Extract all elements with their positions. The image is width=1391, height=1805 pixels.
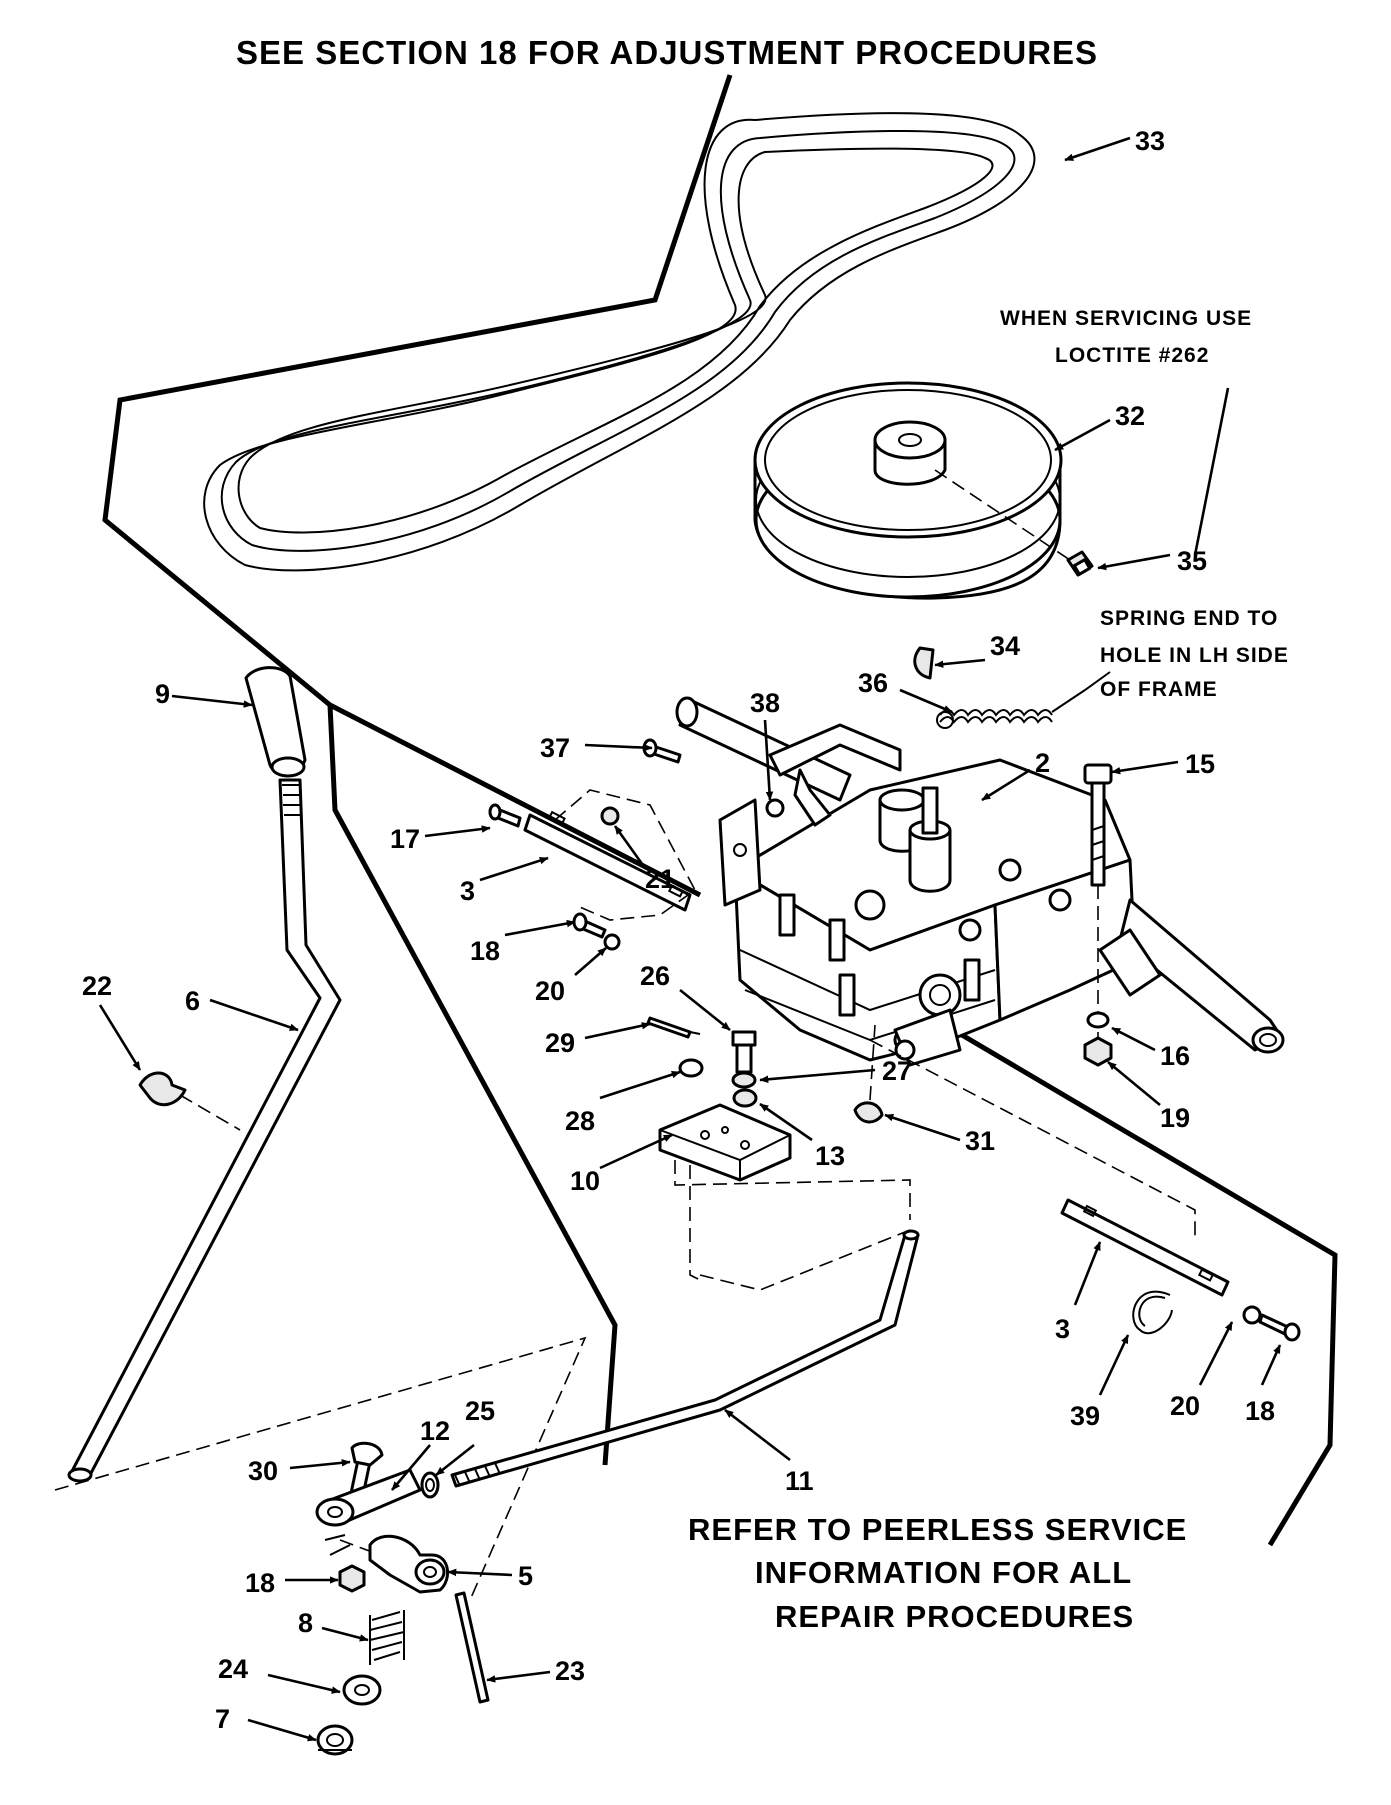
callout-22: 22 <box>82 971 112 1001</box>
callout-21: 21 <box>645 864 675 894</box>
note-loctite-line2: LOCTITE #262 <box>1055 344 1209 367</box>
callout-31: 31 <box>965 1126 995 1156</box>
callout-25: 25 <box>465 1396 495 1426</box>
callout-6: 6 <box>185 986 200 1016</box>
callout-27: 27 <box>882 1056 912 1086</box>
note-spring-line1: SPRING END TO <box>1100 607 1278 630</box>
compression-spring <box>369 1610 405 1665</box>
callout-30: 30 <box>248 1456 278 1486</box>
callout-9: 9 <box>155 679 170 709</box>
bracket-screw-lower <box>572 912 607 939</box>
callout-18-upper: 18 <box>470 936 500 966</box>
transaxle <box>675 696 1285 1067</box>
callout-26: 26 <box>640 961 670 991</box>
note-adjustment: SEE SECTION 18 FOR ADJUSTMENT PROCEDURES <box>236 34 1098 71</box>
callout-34: 34 <box>990 631 1020 661</box>
pivot-plate <box>658 1103 792 1182</box>
pivot-pin <box>454 1591 490 1704</box>
shift-knob <box>244 666 307 778</box>
lock-washer <box>1086 1011 1110 1029</box>
spring-retainer <box>316 1724 354 1756</box>
assembly-lines <box>54 1039 1196 1601</box>
set-screw <box>1066 550 1094 577</box>
callout-numbers: 33 32 35 34 36 9 38 37 2 15 17 21 3 18 2… <box>82 126 1275 1734</box>
note-spring-line3: OF FRAME <box>1100 678 1218 701</box>
hex-nut <box>1083 1036 1113 1067</box>
callout-3-right: 3 <box>1055 1314 1070 1344</box>
bracket-screw-upper <box>488 803 522 828</box>
callout-28: 28 <box>565 1106 595 1136</box>
callout-24: 24 <box>218 1654 248 1684</box>
callout-11: 11 <box>785 1466 814 1496</box>
bracket-washer-lower <box>603 933 621 951</box>
callout-19: 19 <box>1160 1103 1190 1133</box>
pivot-washer <box>678 1058 704 1078</box>
shift-lever <box>67 778 342 1483</box>
leader-lines <box>98 136 1282 1742</box>
callout-13: 13 <box>815 1141 845 1171</box>
callout-12: 12 <box>420 1416 450 1446</box>
ball-joint <box>315 1468 422 1527</box>
callout-16: 16 <box>1160 1041 1190 1071</box>
pivot-lockwasher <box>731 1071 757 1089</box>
callout-37: 37 <box>540 733 570 763</box>
callout-20-lower: 20 <box>1170 1391 1200 1421</box>
bracket-screw-right <box>1258 1313 1301 1342</box>
callout-15: 15 <box>1185 749 1215 779</box>
note-peerless-line3: REPAIR PROCEDURES <box>775 1599 1134 1634</box>
callout-18-lower: 18 <box>245 1568 275 1598</box>
callout-39: 39 <box>1070 1401 1100 1431</box>
drive-belt <box>203 112 1036 572</box>
callout-35: 35 <box>1177 546 1207 576</box>
callout-33: 33 <box>1135 126 1165 156</box>
bracket-washer <box>765 798 785 818</box>
note-spring-line2: HOLE IN LH SIDE <box>1100 644 1289 667</box>
bracket-washer-right <box>1242 1305 1262 1325</box>
bracket-nut-upper <box>600 806 620 826</box>
frame-outline <box>102 74 1338 1547</box>
pivot-bolt <box>731 1030 757 1074</box>
control-rod <box>450 1229 920 1488</box>
callout-3-left: 3 <box>460 876 475 906</box>
callout-7: 7 <box>215 1704 230 1734</box>
hose-clamp <box>1132 1290 1173 1335</box>
spring-clip <box>853 1024 884 1124</box>
return-spring <box>936 671 1111 729</box>
link-bracket-left <box>523 789 697 921</box>
callout-23: 23 <box>555 1656 585 1686</box>
mounting-bolt <box>1083 763 1113 1060</box>
callout-18-right: 18 <box>1245 1396 1275 1426</box>
link-bracket-right <box>1060 1198 1230 1297</box>
woodruff-key <box>913 646 935 680</box>
callout-5: 5 <box>518 1561 533 1591</box>
cotter-pin <box>646 1016 701 1039</box>
callout-20-upper: 20 <box>535 976 565 1006</box>
spring-washer <box>342 1674 382 1706</box>
callout-29: 29 <box>545 1028 575 1058</box>
wing-nut <box>138 1071 241 1131</box>
callout-17: 17 <box>390 824 420 854</box>
notes: SEE SECTION 18 FOR ADJUSTMENT PROCEDURES… <box>236 34 1289 1634</box>
callout-8: 8 <box>298 1608 313 1638</box>
bracket-bolt <box>642 738 682 764</box>
callout-36: 36 <box>858 668 888 698</box>
lever-arm <box>324 1534 449 1594</box>
pivot-nut <box>732 1088 758 1108</box>
lever-nut <box>338 1564 366 1593</box>
jam-nut <box>420 1471 440 1499</box>
callout-2: 2 <box>1035 748 1050 778</box>
note-loctite-line1: WHEN SERVICING USE <box>1000 307 1252 330</box>
callout-32: 32 <box>1115 401 1145 431</box>
note-peerless-line2: INFORMATION FOR ALL <box>755 1555 1132 1590</box>
note-peerless-line1: REFER TO PEERLESS SERVICE <box>688 1512 1187 1547</box>
callout-38: 38 <box>750 688 780 718</box>
pulley <box>753 381 1071 600</box>
callout-10: 10 <box>570 1166 600 1196</box>
